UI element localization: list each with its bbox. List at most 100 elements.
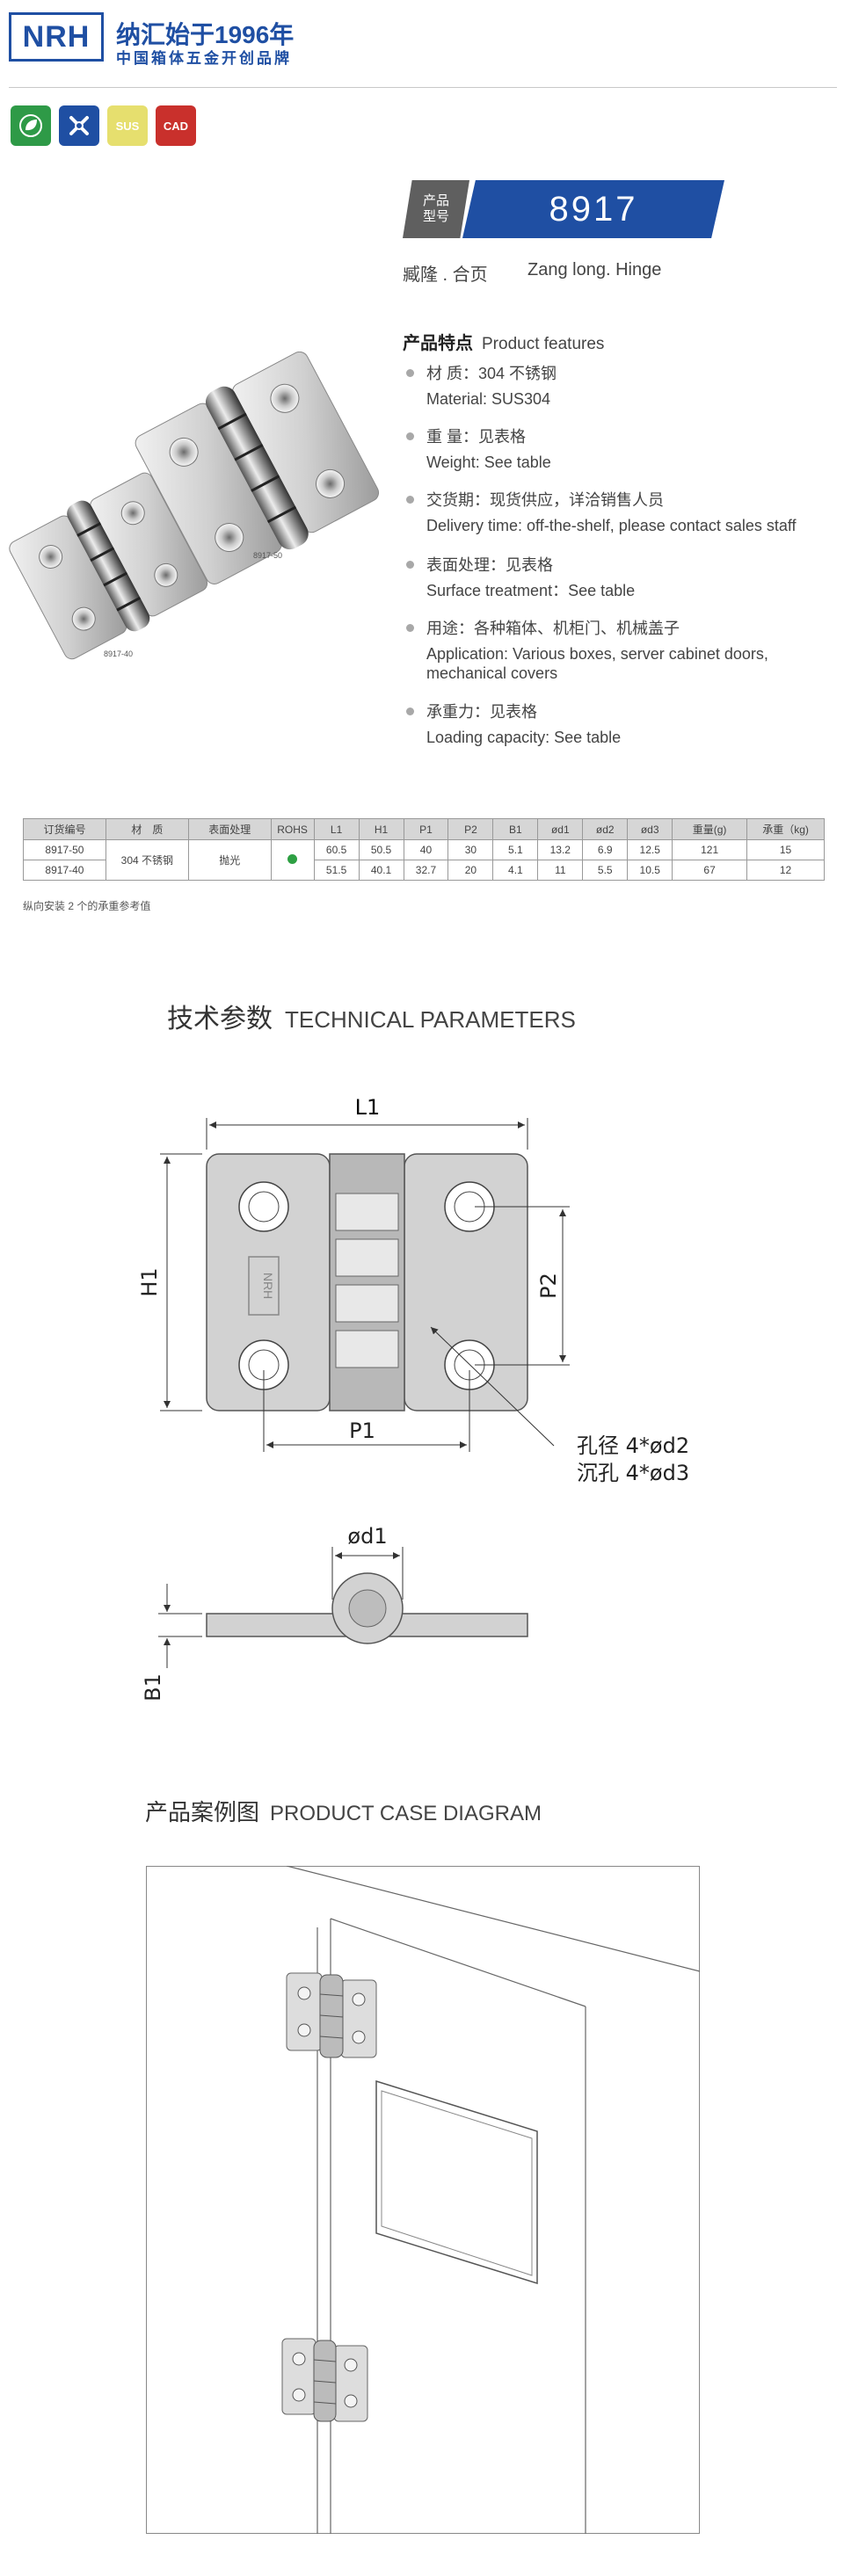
photo-label-small: 8917-40 <box>104 649 134 658</box>
cell-p1: 40 <box>403 839 449 860</box>
product-name-cn: 臧隆 . 合页 <box>403 265 488 285</box>
cell-h1: 40.1 <box>358 860 404 881</box>
header-cell: B1 <box>492 818 539 840</box>
header-divider <box>9 87 837 88</box>
feature-material-en: Material: SUS304 <box>426 390 551 408</box>
brand-logo: NRH <box>9 12 104 62</box>
feature-loading-en: Loading capacity: See table <box>426 729 622 746</box>
header-cell: 重量(g) <box>672 818 748 840</box>
cell-p2: 20 <box>447 860 494 881</box>
model-number: 8917 <box>462 180 724 238</box>
cell-b1: 5.1 <box>492 839 539 860</box>
cell-p1: 32.7 <box>403 860 449 881</box>
case-hinge-lower <box>281 2338 368 2422</box>
header-cell: 材 质 <box>105 818 189 840</box>
cell-d3: 10.5 <box>627 860 673 881</box>
cell-b1: 4.1 <box>492 860 539 881</box>
drawing-logo: NRH <box>261 1273 275 1299</box>
cell-load: 15 <box>746 839 825 860</box>
feature-loading-cn: 承重力：见表格 <box>426 703 537 721</box>
feature-bullet <box>406 369 414 377</box>
header-cell: L1 <box>313 818 360 840</box>
dim-p1: P1 <box>349 1419 375 1443</box>
feature-bullet <box>406 707 414 715</box>
cell-d2: 6.9 <box>582 839 629 860</box>
table-row: 8917-40 51.5 40.1 32.7 20 4.1 11 5.5 10.… <box>23 860 825 881</box>
sus-icon: SUS <box>107 105 148 146</box>
feature-delivery-cn: 交货期：现货供应，详洽销售人员 <box>426 491 664 509</box>
feature-bullet <box>406 561 414 569</box>
feature-bullet <box>406 432 414 440</box>
slogan: 始于1996年 <box>165 21 295 48</box>
cell-order-no: 8917-40 <box>23 860 106 881</box>
product-photo <box>9 352 380 660</box>
cell-h1: 50.5 <box>358 839 404 860</box>
header-cell: 承重（kg) <box>746 818 825 840</box>
dim-b1: B1 <box>141 1673 165 1702</box>
feature-application-cn: 用途：各种箱体、机柜门、机械盖子 <box>426 620 680 637</box>
dim-l1: L1 <box>355 1095 381 1120</box>
photo-label-large: 8917-50 <box>253 551 283 560</box>
header-cell: ROHS <box>270 818 315 840</box>
cell-order-no: 8917-50 <box>23 839 106 860</box>
technical-drawing: NRH L1 H1 P2 P1 孔径 4*ød2 沉孔 4*ød3 ød1 B1 <box>137 1095 689 1702</box>
table-note: 纵向安装 2 个的承重参考值 <box>23 900 151 912</box>
cell-d2: 5.5 <box>582 860 629 881</box>
cell-d3: 12.5 <box>627 839 673 860</box>
model-tag-label: 产品 型号 <box>403 180 469 238</box>
cell-l1: 60.5 <box>313 839 360 860</box>
header-cell: ød2 <box>582 818 629 840</box>
cad-icon: CAD <box>156 105 196 146</box>
feature-delivery-en: Delivery time: off-the-shelf, please con… <box>426 517 797 534</box>
cell-p2: 30 <box>447 839 494 860</box>
dim-d1: ød1 <box>347 1524 387 1549</box>
side-view <box>206 1572 528 1644</box>
logo-text: NRH <box>22 19 91 54</box>
spec-table: 订货编号 材 质 表面处理 ROHS L1 H1 P1 P2 B1 ød1 ød… <box>23 818 825 881</box>
cell-rohs <box>270 839 315 881</box>
feature-bullet <box>406 496 414 504</box>
header-cell: 表面处理 <box>187 818 272 840</box>
header-cell: H1 <box>358 818 404 840</box>
feature-surface-cn: 表面处理：见表格 <box>426 556 553 574</box>
header-cell: P1 <box>403 818 449 840</box>
header-cell: ød3 <box>627 818 673 840</box>
cell-load: 12 <box>746 860 825 881</box>
feature-weight-cn: 重 量：见表格 <box>426 428 527 446</box>
header-cell: P2 <box>447 818 494 840</box>
table-row: 8917-50 304 不锈钢 抛光 60.5 50.5 40 30 5.1 1… <box>23 839 825 881</box>
cell-material: 304 不锈钢 <box>105 839 189 881</box>
leaf-icon <box>11 105 51 146</box>
rohs-compliant-icon <box>287 853 298 864</box>
feature-weight-en: Weight: See table <box>426 454 551 471</box>
spec-table-header: 订货编号 材 质 表面处理 ROHS L1 H1 P1 P2 B1 ød1 ød… <box>23 818 825 840</box>
brand-name: 纳汇始于1996年 <box>116 21 295 48</box>
cell-weight: 67 <box>672 860 748 881</box>
dim-h1: H1 <box>137 1267 162 1296</box>
front-view: NRH <box>206 1153 528 1411</box>
cell-d1: 13.2 <box>537 839 584 860</box>
header-cell: 订货编号 <box>23 818 106 840</box>
cell-l1: 51.5 <box>313 860 360 881</box>
hinge-small <box>9 472 208 660</box>
header-cell: ød1 <box>537 818 584 840</box>
feature-application-en: Application: Various boxes, server cabin… <box>426 645 768 682</box>
cell-weight: 121 <box>672 839 748 860</box>
cell-d1: 11 <box>537 860 584 881</box>
product-name-en: Zang long. Hinge <box>528 260 662 279</box>
countersink-label: 沉孔 4*ød3 <box>577 1461 689 1485</box>
feature-bullet <box>406 624 414 632</box>
feature-material-cn: 材 质：304 不锈钢 <box>426 365 557 382</box>
case-hinge-upper <box>286 1972 377 2058</box>
hinge-large <box>135 352 380 584</box>
hole-diameter-label: 孔径 4*ød2 <box>577 1433 689 1458</box>
feature-surface-en: Surface treatment：See table <box>426 582 636 599</box>
cell-finish: 抛光 <box>187 839 272 881</box>
case-diagram <box>146 1866 700 2534</box>
tools-icon <box>59 105 99 146</box>
brand-subtitle: 中国箱体五金开创品牌 <box>116 50 292 67</box>
dim-p2: P2 <box>536 1273 561 1299</box>
